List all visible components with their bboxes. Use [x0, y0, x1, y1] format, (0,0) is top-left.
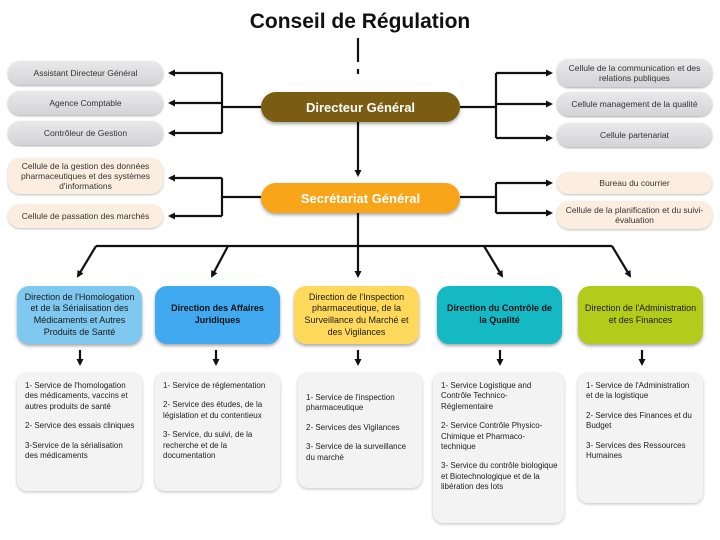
secretariat-general-box[interactable]: Secrétariat Général	[261, 183, 460, 213]
unit-management-qualite[interactable]: Cellule management de la qualité	[557, 92, 712, 116]
direction-homologation[interactable]: Direction de l'Homologation et de la Sér…	[17, 286, 142, 344]
conseil-title: Conseil de Régulation	[249, 10, 471, 33]
services-inspection: 1- Service de l'inspection pharmaceutiqu…	[298, 373, 422, 488]
service-item: 3- Service de la surveillance du marché	[306, 442, 407, 462]
service-item: 3- Services des Ressources Humaines	[586, 440, 686, 460]
unit-controleur-gestion[interactable]: Contrôleur de Gestion	[8, 121, 163, 145]
direction-inspection[interactable]: Direction de l'Inspection pharmaceutique…	[294, 286, 419, 344]
unit-partenariat[interactable]: Cellule partenariat	[557, 123, 712, 147]
services-administration-finances: 1- Service de l'Administration et de la …	[578, 373, 703, 503]
unit-agence-comptable[interactable]: Agence Comptable	[8, 91, 163, 115]
unit-gestion-donnees[interactable]: Cellule de la gestion des données pharma…	[8, 158, 163, 194]
service-item: 1- Service de réglementation	[163, 381, 266, 390]
service-item: 1- Service Logistique and Contrôle Techn…	[441, 381, 532, 411]
direction-administration-finances[interactable]: Direction de l'Administration et des Fin…	[578, 286, 703, 344]
service-item: 2- Service des études, de la législation…	[163, 400, 263, 420]
direction-controle-qualite[interactable]: Direction du Contrôle de la Qualité	[437, 286, 562, 344]
unit-planification[interactable]: Cellule de la planification et du suivi-…	[557, 201, 712, 229]
service-item: 2- Service Contrôle Physico-Chimique et …	[441, 421, 543, 451]
service-item: 2- Service des essais cliniques	[25, 421, 135, 431]
services-controle-qualite: 1- Service Logistique and Contrôle Techn…	[433, 373, 564, 523]
service-item: 3- Service, du suivi, de la recherche et…	[163, 430, 253, 460]
service-item: 2- Services des Vigilances	[306, 422, 400, 432]
unit-communication[interactable]: Cellule de la communication et des relat…	[557, 59, 712, 87]
service-item: 3-Service de la sérialisation des médica…	[25, 440, 123, 460]
direction-affaires-juridiques[interactable]: Direction des Affaires Juridiques	[155, 286, 280, 344]
services-affaires-juridiques: 1- Service de réglementation 2- Service …	[155, 373, 280, 491]
service-item: 1- Service de l'Administration et de la …	[586, 381, 690, 401]
service-item: 3- Service du contrôle biologique et Bio…	[441, 461, 558, 492]
service-item: 1- Service de l'inspection pharmaceutiqu…	[306, 393, 395, 413]
unit-assistant-dg[interactable]: Assistant Directeur Général	[8, 61, 163, 85]
service-item: 1- Service de l'homologation des médicam…	[25, 381, 128, 411]
service-item: 2- Service des Finances et du Budget	[586, 410, 692, 431]
unit-bureau-courrier[interactable]: Bureau du courrier	[557, 172, 712, 194]
directeur-general-box[interactable]: Directeur Général	[261, 92, 460, 122]
unit-passation-marches[interactable]: Cellule de passation des marchés	[8, 204, 163, 228]
services-homologation: 1- Service de l'homologation des médicam…	[17, 373, 142, 491]
